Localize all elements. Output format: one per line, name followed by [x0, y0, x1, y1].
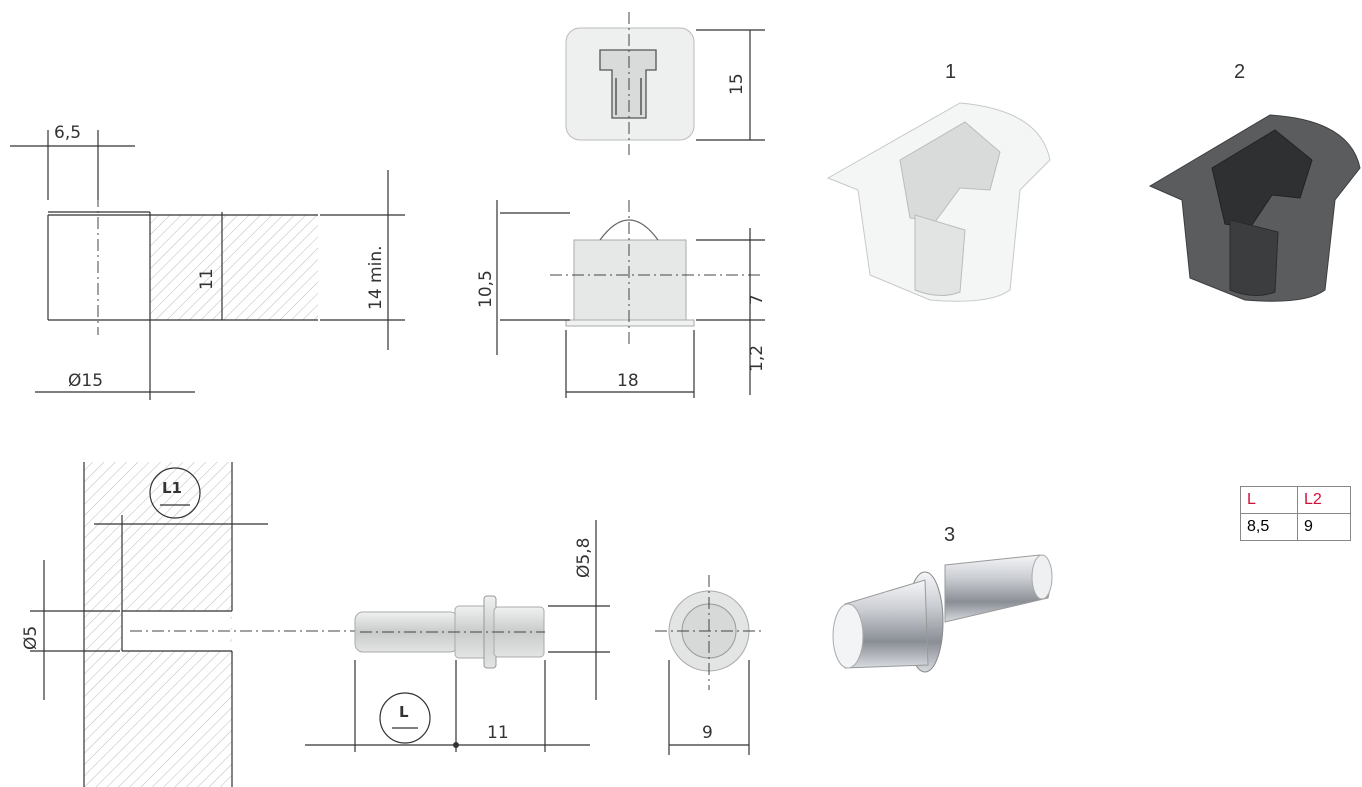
panel-section	[30, 462, 355, 787]
drill-hole-section	[10, 130, 405, 400]
dim-dia-5: Ø5	[21, 626, 41, 650]
housing-white-3d	[826, 102, 1051, 302]
table-row: 8,5 9	[1240, 513, 1351, 541]
table-header-row: L L2	[1240, 486, 1351, 514]
dimension-table: L L2 8,5 9	[1240, 486, 1351, 541]
dim-9: 9	[702, 723, 713, 743]
shelf-pin-side-view	[305, 520, 610, 752]
dim-dia-15: Ø15	[68, 371, 103, 391]
shelf-pin-end-view	[655, 575, 765, 755]
dim-11-pin: 11	[487, 723, 509, 743]
table-header-L: L	[1240, 486, 1298, 514]
housing-grey-3d	[1148, 114, 1361, 302]
dim-L1: L1	[162, 479, 182, 497]
dim-6-5: 6,5	[54, 123, 81, 143]
dim-14-min: 14 min.	[366, 246, 386, 311]
table-header-L2: L2	[1297, 486, 1351, 514]
dim-18: 18	[617, 371, 639, 391]
label-1: 1	[945, 61, 956, 83]
dim-11-drill: 11	[197, 268, 217, 290]
dim-1-2: 1,2	[747, 345, 767, 372]
dim-7: 7	[747, 294, 767, 305]
dim-L: L	[399, 703, 409, 721]
housing-top-view	[565, 12, 765, 155]
dim-10-5: 10,5	[476, 270, 496, 308]
dim-dia-5-8: Ø5,8	[574, 538, 594, 578]
table-cell-L: 8,5	[1240, 513, 1298, 541]
shelf-pin-3d	[832, 554, 1053, 673]
dim-15: 15	[727, 73, 747, 95]
label-2: 2	[1234, 61, 1245, 83]
table-cell-L2: 9	[1297, 513, 1351, 541]
label-3: 3	[944, 524, 955, 546]
housing-side-view	[496, 200, 765, 398]
